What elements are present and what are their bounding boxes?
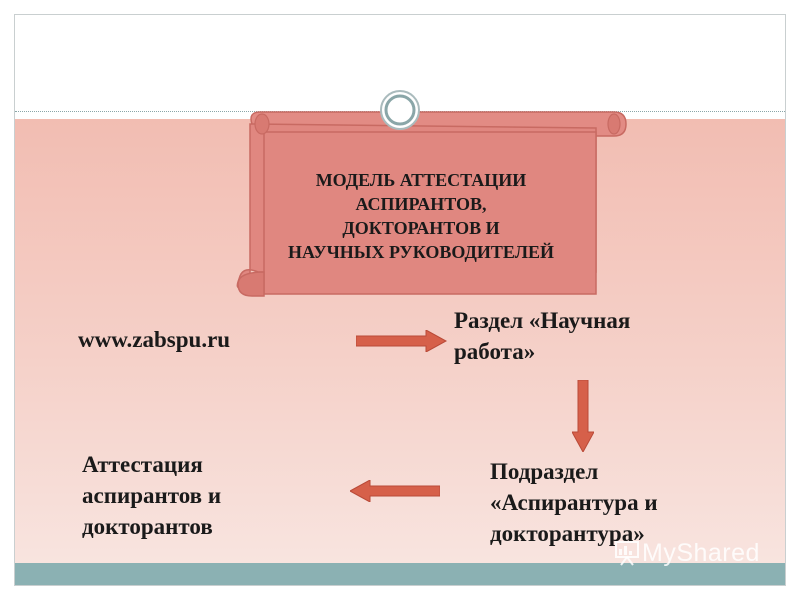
subsection-label: Подраздел «Аспирантура и докторантура» bbox=[490, 459, 658, 546]
certification-label: Аттестация аспирантов и докторантов bbox=[82, 452, 222, 539]
scroll-right-knob bbox=[607, 113, 621, 135]
watermark-text: MyShared bbox=[642, 538, 760, 567]
ring-inner-icon bbox=[384, 94, 416, 126]
website-label: www.zabspu.ru bbox=[78, 327, 231, 352]
slide-footer-band bbox=[15, 563, 785, 585]
arrow-right bbox=[356, 330, 448, 352]
slide-title: МОДЕЛЬ АТТЕСТАЦИИ АСПИРАНТОВ, ДОКТОРАНТО… bbox=[287, 170, 555, 262]
scroll-left-knob bbox=[254, 113, 270, 135]
scroll-banner bbox=[236, 90, 627, 297]
arrow-left bbox=[350, 480, 440, 502]
scroll-bottom-curl bbox=[237, 271, 265, 297]
section-label: Раздел «Научная работа» bbox=[454, 308, 631, 364]
presentation-icon bbox=[615, 541, 639, 566]
scroll-face bbox=[263, 131, 597, 295]
arrow-down bbox=[572, 380, 594, 452]
watermark: MyShared bbox=[614, 539, 760, 567]
